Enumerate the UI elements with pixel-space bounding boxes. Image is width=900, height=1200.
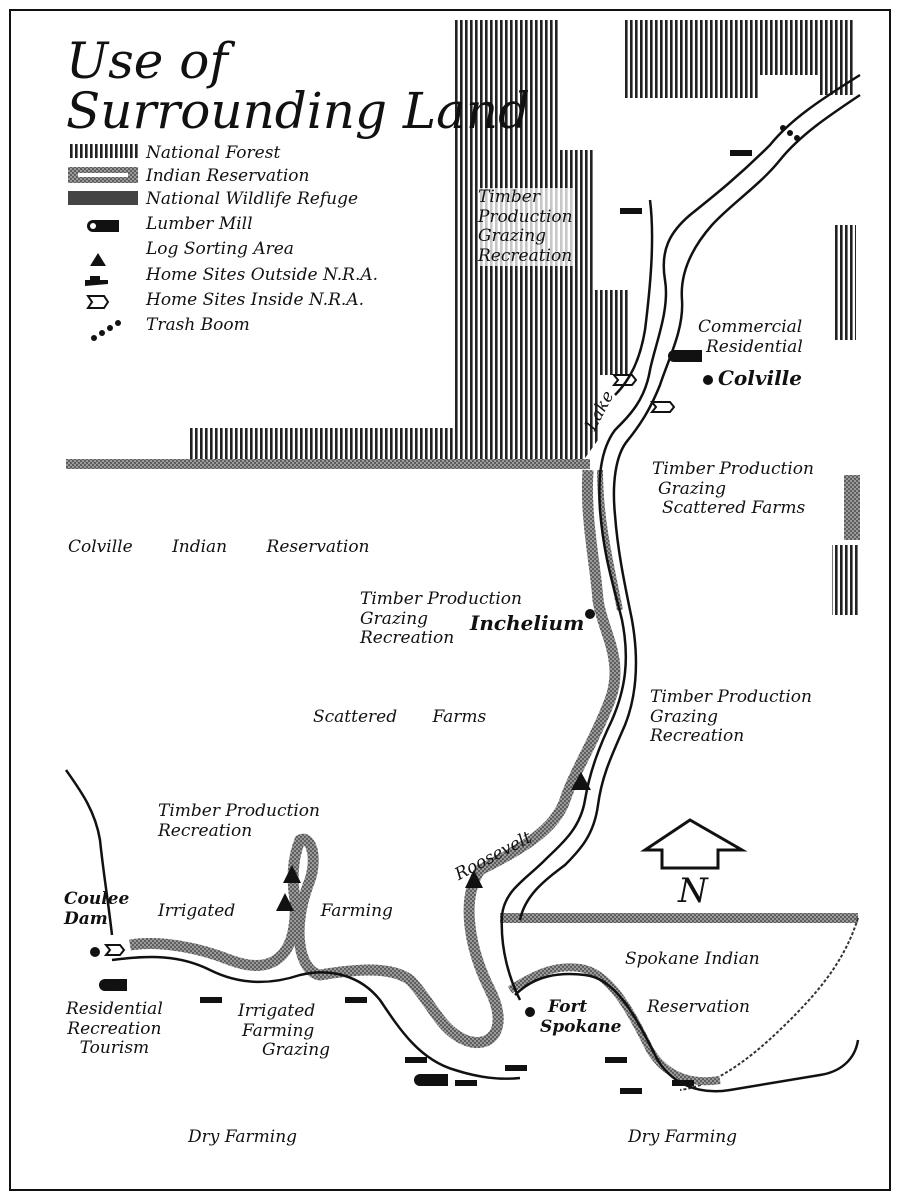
dry-farming-label-2: Dry Farming	[628, 1127, 738, 1147]
west-use-label: Timber Production Recreation	[158, 801, 320, 841]
legend-wildlife-refuge-swatch	[68, 191, 138, 205]
coulee-use-label: Residential Recreation Tourism	[66, 999, 163, 1059]
east-use-2-label: Timber Production Grazing Recreation	[650, 687, 812, 747]
map-title: Use of Surrounding Land	[66, 36, 530, 136]
scattered-farms-label: Scattered Farms	[313, 707, 487, 727]
legend-label-log-sorting: Log Sorting Area	[146, 239, 294, 259]
colville-reservation-label: Colville Indian Reservation	[68, 537, 370, 557]
legend-label-home-inside: Home Sites Inside N.R.A.	[146, 290, 364, 310]
legend-home-inside-icon	[86, 295, 110, 309]
inchelium-use-label: Timber Production Grazing Recreation	[360, 589, 522, 649]
log-sort-4	[276, 893, 294, 911]
legend-log-sorting-icon	[90, 253, 106, 266]
colville-town-label: Colville	[718, 366, 802, 390]
spokane-reservation-label: Spokane Indian Reservation	[625, 949, 760, 1017]
colville-dot	[703, 375, 713, 385]
legend-label-trash-boom: Trash Boom	[146, 315, 250, 335]
lumber-mill-south	[414, 1074, 448, 1086]
forest-use-label: Timber Production Grazing Recreation	[478, 187, 573, 267]
legend-label-home-outside: Home Sites Outside N.R.A.	[146, 265, 379, 285]
national-forest-area	[190, 20, 858, 615]
north-arrow-icon	[640, 818, 748, 870]
log-sort-2	[465, 870, 483, 888]
map-border	[9, 9, 891, 1191]
title-line-2: Surrounding Land	[66, 82, 531, 140]
legend-symbols	[68, 144, 138, 341]
legend-home-outside-icon	[85, 276, 108, 286]
map-symbols	[90, 125, 800, 1094]
trash-boom-north	[780, 125, 800, 141]
east-use-1-label: Timber Production Grazing Scattered Farm…	[652, 459, 814, 519]
legend-lumber-mill-icon	[87, 220, 119, 232]
log-sort-3	[283, 865, 301, 883]
dry-farming-label-1: Dry Farming	[188, 1127, 298, 1147]
legend-trash-boom-icon	[91, 320, 121, 341]
coulee-dam-dot	[90, 947, 100, 957]
legend-label-wildlife-refuge: National Wildlife Refuge	[146, 189, 359, 209]
log-sort-1	[571, 772, 591, 790]
wildlife-refuge-patch	[844, 475, 860, 540]
north-label: N	[678, 871, 708, 911]
fort-spokane-dot	[525, 1007, 535, 1017]
title-line-1: Use of	[66, 32, 228, 90]
lumber-mill-colville	[668, 350, 702, 362]
river-outlines	[64, 73, 861, 1093]
home-sites-inside-group	[103, 374, 676, 956]
lumber-mill-coulee	[99, 979, 127, 991]
irrigated-farming-label: Irrigated Farming	[158, 901, 393, 921]
legend-national-forest-swatch	[68, 144, 138, 158]
south-use-label: Irrigated Farming Grazing	[238, 1001, 331, 1061]
inchelium-dot	[585, 609, 595, 619]
fort-spokane-label: Fort Spokane	[540, 997, 622, 1037]
lake-roosevelt-shoreline	[129, 469, 621, 1048]
inchelium-town-label: Inchelium	[470, 611, 585, 635]
legend-label-indian-reservation: Indian Reservation	[146, 166, 310, 186]
legend-label-lumber-mill: Lumber Mill	[146, 214, 253, 234]
colville-use-label: Commercial Residential	[698, 317, 803, 357]
home-sites-outside-group	[200, 150, 752, 1094]
coulee-dam-label: Coulee Dam	[64, 889, 130, 929]
legend-label-national-forest: National Forest	[146, 143, 281, 163]
